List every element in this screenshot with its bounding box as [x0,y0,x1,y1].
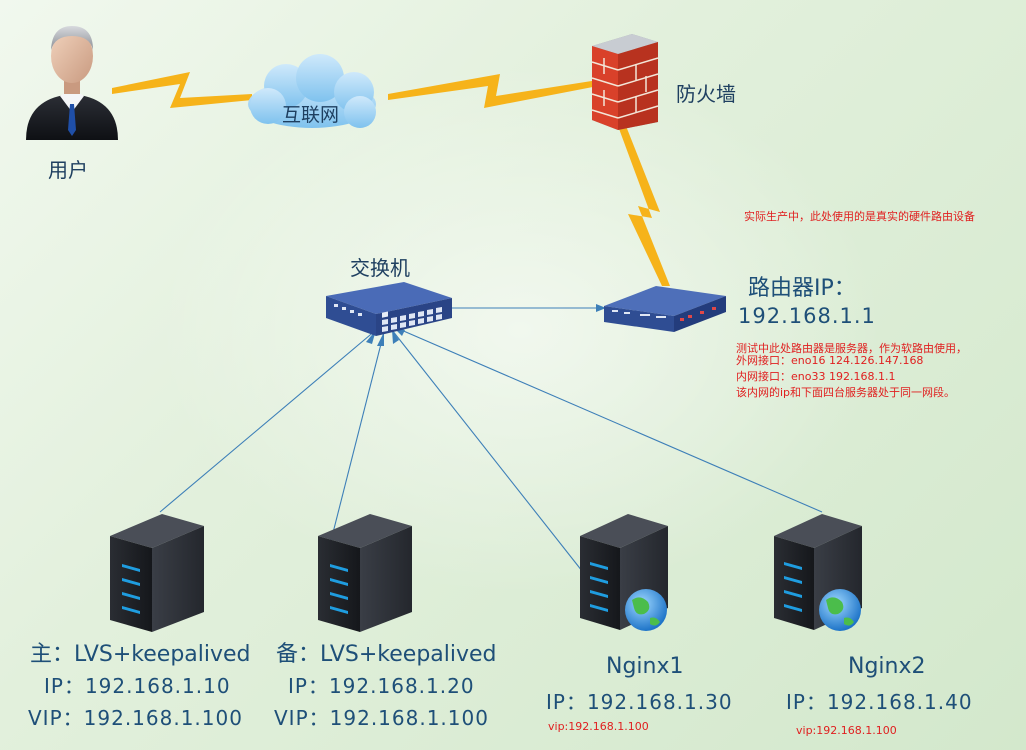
note-hardware-router: 实际生产中，此处使用的是真实的硬件路由设备 [744,210,975,223]
link-switch-lvs-backup [321,331,385,577]
internet-label: 互联网 [282,104,340,126]
link-switch-nginx1 [391,329,587,577]
router-ip: 192.168.1.1 [738,304,876,328]
link-switch-lvs-master [159,329,377,513]
note-soft-router-line4: 该内网的ip和下面四台服务器处于同一网段。 [736,386,956,399]
arrow-lvs-backup [377,332,384,346]
note-soft-router-line3: 内网接口：eno33 192.168.1.1 [736,370,896,383]
lightning-firewall-router [618,126,670,286]
server-nginx2-ip: IP：192.168.1.40 [786,690,973,714]
user-label: 用户 [48,158,88,182]
switch-label: 交换机 [350,256,410,280]
server-lvs-master-vip: VIP：192.168.1.100 [28,706,243,730]
lightning-user-internet [112,72,252,108]
router-label: 路由器IP： [748,276,856,301]
server-lvs-backup-ip: IP：192.168.1.20 [288,674,475,698]
server-nginx2-vip-note: vip:192.168.1.100 [796,724,897,737]
server-nginx1-vip-note: vip:192.168.1.100 [548,720,649,733]
server-nginx2-title: Nginx2 [848,654,926,679]
server-nginx1-title: Nginx1 [606,654,684,679]
firewall-label: 防火墙 [676,82,736,106]
server-lvs-backup-title: 备：LVS+keepalived [276,642,497,667]
server-nginx1-ip: IP：192.168.1.30 [546,690,733,714]
note-soft-router-line1: 测试中此处路由器是服务器，作为软路由使用， [736,342,967,355]
server-lvs-master-title: 主：LVS+keepalived [30,642,251,667]
lightning-internet-firewall [388,74,598,108]
link-switch-nginx2 [391,325,823,513]
note-soft-router-line2: 外网接口：eno16 124.126.147.168 [736,354,924,367]
server-lvs-master-ip: IP：192.168.1.10 [44,674,231,698]
arrow-router [596,304,606,312]
server-lvs-backup-vip: VIP：192.168.1.100 [274,706,489,730]
